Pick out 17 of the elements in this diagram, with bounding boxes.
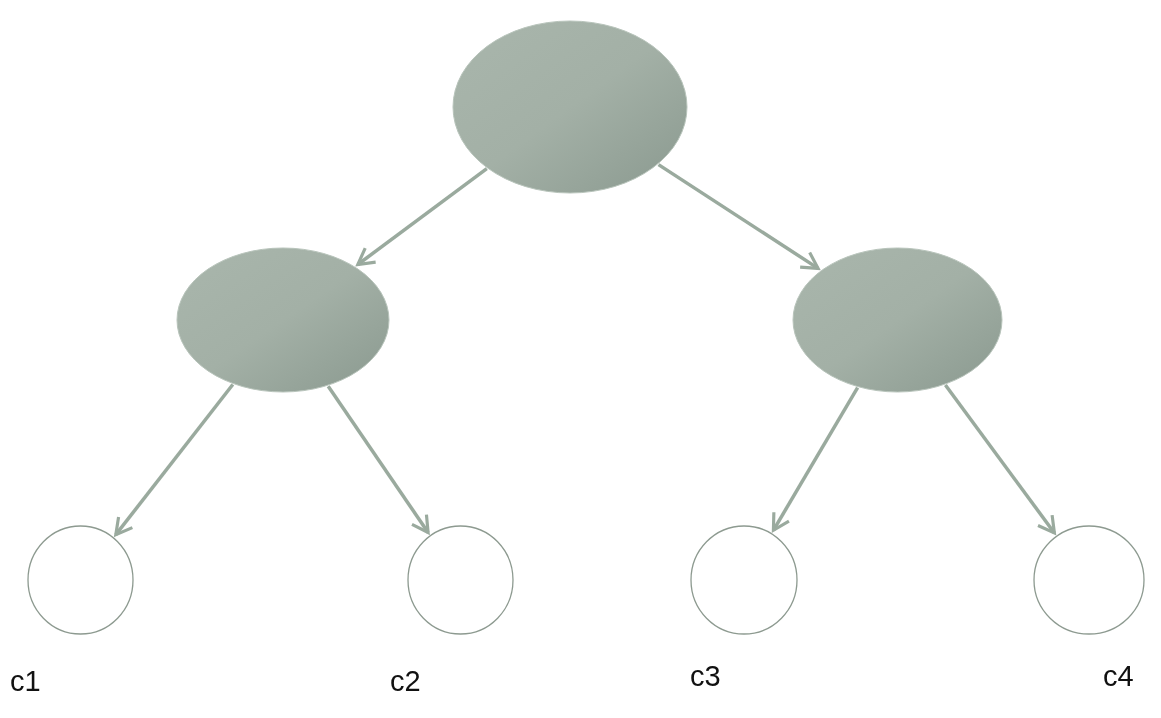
arrow <box>326 385 430 535</box>
arrow <box>114 383 235 537</box>
filled-ellipse <box>176 247 390 393</box>
arrow <box>771 386 860 532</box>
node-label: c2 <box>390 665 421 698</box>
empty-circle <box>407 525 514 635</box>
arrow <box>657 163 820 270</box>
empty-circle <box>690 525 798 635</box>
filled-ellipse <box>792 247 1003 393</box>
empty-circle <box>27 525 134 635</box>
node-label: c3 <box>690 660 721 693</box>
arrow <box>944 383 1056 535</box>
empty-circle <box>1033 525 1145 635</box>
arrow <box>356 167 488 267</box>
node-label: c4 <box>1103 660 1134 693</box>
node-label: c1 <box>10 665 41 698</box>
filled-ellipse <box>452 20 688 194</box>
